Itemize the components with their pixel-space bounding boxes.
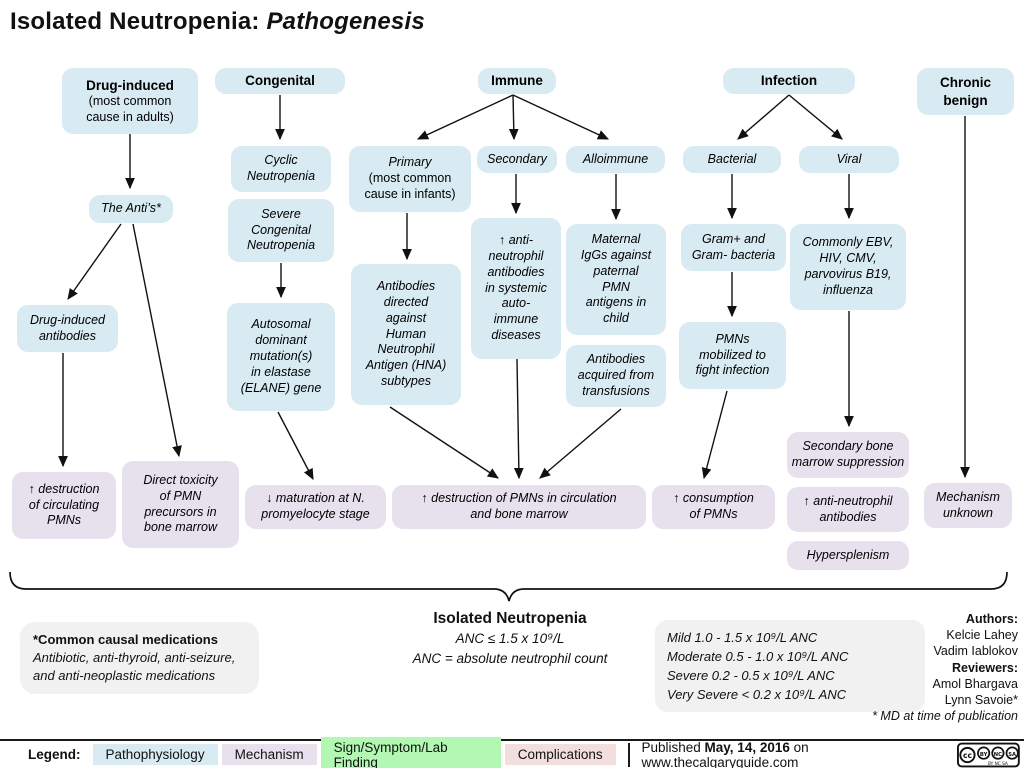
svg-text:BY NC SA: BY NC SA bbox=[988, 760, 1008, 766]
legend-sign-symptom: Sign/Symptom/Lab Finding bbox=[320, 736, 501, 768]
arrow-autoimmune-destructionpmns bbox=[513, 358, 524, 480]
severity-very-severe: Very Severe < 0.2 x 10⁹/L ANC bbox=[667, 687, 847, 702]
medications-note-body: Antibiotic, anti-thyroid, anti-seizure, … bbox=[33, 650, 236, 683]
svg-text:cc: cc bbox=[963, 750, 972, 759]
legend-bar: Legend: Pathophysiology Mechanism Sign/S… bbox=[0, 736, 1024, 768]
arrow-autosomal-maturation bbox=[277, 411, 314, 480]
node-pmns-mobilized: PMNs mobilized to fight infection bbox=[679, 322, 786, 389]
definition-anc-meaning: ANC = absolute neutrophil count bbox=[412, 651, 608, 666]
svg-text:SA: SA bbox=[1008, 751, 1017, 757]
node-maturation: ↓ maturation at N. promyelocyte stage bbox=[245, 485, 386, 529]
node-destruction-circulating: ↑ destruction of circulating PMNs bbox=[12, 472, 116, 539]
arrow-infection-bacterial bbox=[737, 94, 790, 140]
node-immune: Immune bbox=[478, 68, 556, 94]
legend-mechanism: Mechanism bbox=[221, 744, 317, 765]
node-bacterial: Bacterial bbox=[683, 146, 781, 173]
page-title: Isolated Neutropenia: Pathogenesis bbox=[10, 8, 425, 36]
node-gram-bacteria: Gram+ and Gram- bacteria bbox=[681, 224, 786, 271]
severity-severe: Severe 0.2 - 0.5 x 10⁹/L ANC bbox=[667, 668, 835, 683]
node-primary-subtitle: (most common cause in infants) bbox=[364, 171, 456, 201]
node-chronic-benign: Chronic benign bbox=[917, 68, 1014, 115]
svg-text:NC: NC bbox=[994, 751, 1002, 757]
credits-block: Authors: Kelcie Lahey Vadim Iablokov Rev… bbox=[872, 611, 1018, 724]
arrow-antis-toxicity bbox=[132, 223, 182, 458]
summary-brace bbox=[9, 571, 1008, 602]
legend-divider bbox=[627, 742, 630, 767]
legend-label: Legend: bbox=[28, 747, 81, 762]
node-secondary: Secondary bbox=[477, 146, 557, 173]
md-note: * MD at time of publication bbox=[872, 709, 1018, 724]
node-transfusion-antibodies: Antibodies acquired from transfusions bbox=[566, 345, 666, 407]
published-site: on www.thecalgaryguide.com bbox=[641, 739, 809, 768]
node-mechanism-unknown: Mechanism unknown bbox=[924, 483, 1012, 528]
author-2: Vadim Iablokov bbox=[933, 644, 1018, 659]
severity-mild: Mild 1.0 - 1.5 x 10⁹/L ANC bbox=[667, 630, 818, 645]
reviewers-label: Reviewers: bbox=[951, 660, 1018, 675]
node-autosomal-mutation: Autosomal dominant mutation(s) in elasta… bbox=[227, 303, 335, 411]
node-cyclic-neutropenia: Cyclic Neutropenia bbox=[231, 146, 331, 192]
authors-label: Authors: bbox=[965, 612, 1018, 626]
arrow-antis-antibodies bbox=[67, 223, 122, 300]
arrow-immune-alloimmune bbox=[512, 94, 610, 140]
medications-note-title: *Common causal medications bbox=[33, 632, 218, 647]
node-drug-induced: Drug-induced (most common cause in adult… bbox=[62, 68, 198, 134]
legend-pathophysiology: Pathophysiology bbox=[92, 744, 218, 765]
node-viral: Viral bbox=[799, 146, 899, 173]
reviewer-2: Lynn Savoie* bbox=[944, 693, 1018, 708]
node-secondary-bm-suppression: Secondary bone marrow suppression bbox=[787, 432, 909, 478]
page-title-main: Isolated Neutropenia: bbox=[10, 8, 267, 35]
definition-anc-threshold: ANC ≤ 1.5 x 10⁹/L bbox=[455, 631, 565, 646]
definition-block: Isolated Neutropenia ANC ≤ 1.5 x 10⁹/L A… bbox=[360, 608, 660, 669]
svg-text:BY: BY bbox=[980, 751, 988, 757]
page-title-emphasis: Pathogenesis bbox=[266, 8, 425, 35]
node-the-antis: The Anti’s* bbox=[89, 195, 173, 223]
definition-title: Isolated Neutropenia bbox=[433, 610, 587, 627]
severity-moderate: Moderate 0.5 - 1.0 x 10⁹/L ANC bbox=[667, 649, 849, 664]
arrow-infection-viral bbox=[788, 94, 843, 140]
node-hna-antibodies: Antibodies directed against Human Neutro… bbox=[351, 264, 461, 405]
node-destruction-pmns: ↑ destruction of PMNs in circulation and… bbox=[392, 485, 646, 529]
published-line: Published May, 14, 2016 on www.thecalgar… bbox=[642, 740, 954, 768]
node-primary-title: Primary bbox=[388, 155, 432, 170]
node-alloimmune: Alloimmune bbox=[566, 146, 665, 173]
node-direct-toxicity: Direct toxicity of PMN precursors in bon… bbox=[122, 461, 239, 548]
node-drug-induced-title: Drug-induced bbox=[86, 77, 174, 93]
arrow-immune-secondary bbox=[508, 94, 519, 141]
node-anti-neutrophil-antibodies: ↑ anti-neutrophil antibodies bbox=[787, 487, 909, 532]
node-congenital: Congenital bbox=[215, 68, 345, 94]
author-1: Kelcie Lahey bbox=[946, 628, 1018, 643]
node-consumption-pmns: ↑ consumption of PMNs bbox=[652, 485, 775, 529]
arrow-hna-destructionpmns bbox=[389, 406, 499, 479]
arrow-pmnmobilized-consumption bbox=[701, 390, 728, 480]
published-date: May, 14, 2016 bbox=[704, 739, 790, 755]
node-severe-congenital: Severe Congenital Neutropenia bbox=[228, 199, 334, 262]
node-systemic-autoimmune: ↑ anti- neutrophil antibodies in systemi… bbox=[471, 218, 561, 359]
node-primary: Primary (most common cause in infants) bbox=[349, 146, 471, 212]
arrow-immune-primary bbox=[416, 94, 514, 140]
node-drug-induced-antibodies: Drug-induced antibodies bbox=[17, 305, 118, 352]
severity-grading: Mild 1.0 - 1.5 x 10⁹/L ANC Moderate 0.5 … bbox=[655, 620, 925, 712]
node-drug-induced-subtitle: (most common cause in adults) bbox=[86, 93, 174, 124]
cc-license-icon: cc BY NC SA BY NC SA bbox=[957, 742, 1020, 767]
legend-complications: Complications bbox=[504, 744, 616, 765]
node-infection: Infection bbox=[723, 68, 855, 94]
node-maternal-iggs: Maternal IgGs against paternal PMN antig… bbox=[566, 224, 666, 335]
published-prefix: Published bbox=[641, 739, 705, 755]
node-hypersplenism: Hypersplenism bbox=[787, 541, 909, 570]
arrow-transfusion-destructionpmns bbox=[539, 408, 622, 479]
node-viral-examples: Commonly EBV, HIV, CMV, parvovirus B19, … bbox=[790, 224, 906, 310]
medications-note: *Common causal medications Antibiotic, a… bbox=[20, 622, 259, 694]
reviewer-1: Amol Bhargava bbox=[932, 676, 1018, 691]
